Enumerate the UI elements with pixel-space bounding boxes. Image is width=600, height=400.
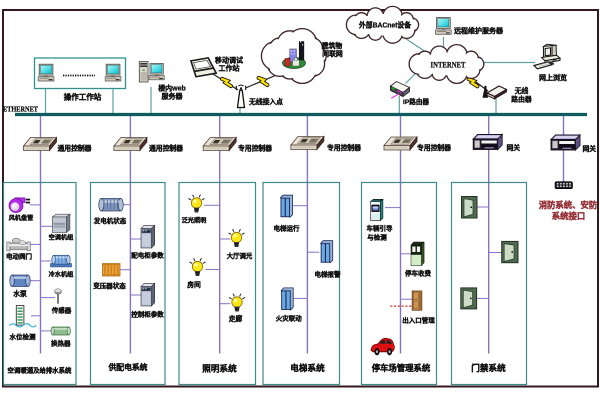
svg-text:水泵: 水泵 bbox=[12, 289, 27, 298]
svg-text:变压器状态: 变压器状态 bbox=[93, 281, 126, 290]
svg-text:路由器: 路由器 bbox=[511, 95, 532, 104]
svg-text:网关: 网关 bbox=[507, 143, 521, 152]
svg-text:空调机组: 空调机组 bbox=[49, 234, 75, 242]
svg-text:冷水机组: 冷水机组 bbox=[49, 271, 75, 279]
svg-text:照明系统: 照明系统 bbox=[202, 363, 237, 374]
svg-text:操作工作站: 操作工作站 bbox=[64, 92, 102, 102]
svg-text:门禁系统: 门禁系统 bbox=[471, 362, 506, 373]
svg-text:控制柜参数: 控制柜参数 bbox=[131, 310, 164, 319]
svg-text:INTERNET: INTERNET bbox=[431, 60, 466, 70]
svg-text:大厅调光: 大厅调光 bbox=[227, 251, 253, 260]
svg-text:无线: 无线 bbox=[514, 86, 529, 95]
svg-text:楼内web: 楼内web bbox=[158, 84, 186, 93]
svg-text:水位检测: 水位检测 bbox=[10, 332, 37, 341]
svg-text:风机盘管: 风机盘管 bbox=[9, 214, 34, 222]
svg-text:传感器: 传感器 bbox=[51, 306, 72, 315]
svg-text:配电柜参数: 配电柜参数 bbox=[131, 251, 164, 260]
svg-text:专用控制器: 专用控制器 bbox=[238, 144, 272, 153]
svg-text:建筑物: 建筑物 bbox=[321, 41, 343, 50]
svg-text:泛光照明: 泛光照明 bbox=[182, 217, 207, 225]
svg-text:停车场管理系统: 停车场管理系统 bbox=[372, 363, 431, 373]
svg-text:停车收费: 停车收费 bbox=[405, 269, 432, 278]
svg-text:移动调试: 移动调试 bbox=[215, 56, 243, 65]
svg-text:消防系统、安防: 消防系统、安防 bbox=[539, 200, 598, 210]
svg-text:专用控制器: 专用控制器 bbox=[327, 143, 361, 152]
svg-text:供配电系统: 供配电系统 bbox=[108, 362, 148, 372]
svg-text:与检测: 与检测 bbox=[367, 233, 387, 242]
svg-text:走廊: 走廊 bbox=[228, 314, 243, 323]
svg-text:IP路由器: IP路由器 bbox=[403, 97, 429, 106]
svg-text:换热器: 换热器 bbox=[51, 339, 71, 348]
svg-text:发电机状态: 发电机状态 bbox=[93, 216, 127, 225]
svg-text:专用控制器: 专用控制器 bbox=[417, 143, 451, 152]
svg-text:车辆引导: 车辆引导 bbox=[367, 224, 394, 233]
svg-text:空调暖通及给排水系统: 空调暖通及给排水系统 bbox=[8, 366, 73, 375]
svg-text:无线接入点: 无线接入点 bbox=[248, 97, 283, 106]
svg-text:远程维护服务器: 远程维护服务器 bbox=[454, 26, 504, 35]
svg-text:火灾联动: 火灾联动 bbox=[276, 314, 303, 323]
svg-text:系统接口: 系统接口 bbox=[552, 211, 586, 221]
svg-text:出入口管理: 出入口管理 bbox=[402, 316, 435, 325]
svg-text:电动阀门: 电动阀门 bbox=[6, 252, 33, 261]
svg-text:服务器: 服务器 bbox=[162, 92, 184, 101]
svg-text:电梯报警: 电梯报警 bbox=[315, 270, 342, 279]
svg-text:房间: 房间 bbox=[186, 280, 201, 289]
svg-text:外部BACnet设备: 外部BACnet设备 bbox=[358, 21, 412, 30]
svg-text:电梯运行: 电梯运行 bbox=[274, 224, 301, 233]
svg-text:网关: 网关 bbox=[583, 144, 597, 153]
svg-text:间联网: 间联网 bbox=[322, 49, 343, 58]
svg-text:通用控制器: 通用控制器 bbox=[58, 144, 92, 153]
svg-text:工作站: 工作站 bbox=[219, 64, 240, 73]
svg-text:电梯系统: 电梯系统 bbox=[290, 362, 325, 373]
svg-text:通用控制器: 通用控制器 bbox=[149, 144, 183, 153]
svg-text:ETHERNET: ETHERNET bbox=[3, 105, 38, 114]
svg-text:网上浏览: 网上浏览 bbox=[539, 73, 567, 82]
